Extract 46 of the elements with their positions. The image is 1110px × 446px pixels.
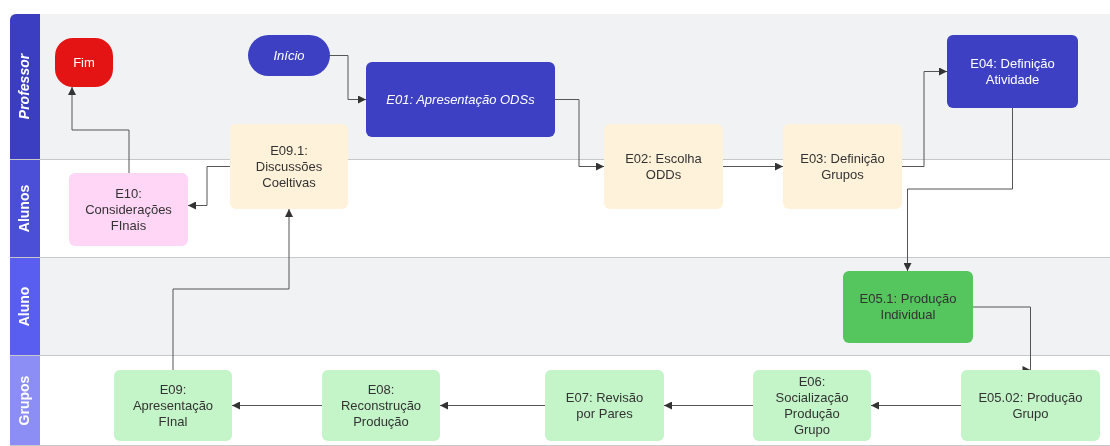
step-label: E01: Apresentação ODSs xyxy=(386,91,535,108)
process-box xyxy=(230,124,348,209)
arrow xyxy=(554,99,605,171)
process-box xyxy=(114,370,232,441)
step-label: Fim xyxy=(73,54,95,71)
step-label: E08: Reconstrução Produção xyxy=(339,381,423,430)
process-box xyxy=(947,35,1078,108)
step-label: E09.1: Discussões Coeltivas xyxy=(254,142,324,191)
arrow xyxy=(172,208,293,371)
process-box xyxy=(604,124,723,209)
step-label: E03: Definição Grupos xyxy=(799,150,886,183)
arrow xyxy=(187,166,231,210)
arrow xyxy=(663,401,754,410)
process-box xyxy=(545,370,664,441)
process-box xyxy=(961,370,1100,441)
step-label: E06: Socialização Produção Grupo xyxy=(774,373,850,438)
process-box xyxy=(843,271,973,343)
arrow xyxy=(68,86,130,174)
arrow xyxy=(901,67,948,167)
process-box xyxy=(753,370,871,441)
arrow xyxy=(329,55,367,104)
arrow xyxy=(870,401,962,410)
swimlane xyxy=(10,356,1110,446)
terminal-shape xyxy=(248,35,330,76)
lane-label: Professor xyxy=(15,53,34,120)
process-box xyxy=(366,62,555,137)
arrow xyxy=(439,401,546,410)
process-box xyxy=(69,173,188,246)
step-label: E10: Considerações FInais xyxy=(84,185,173,234)
step-label: E05.1: Produção Individual xyxy=(858,291,958,323)
step-label: Início xyxy=(273,47,305,64)
lane-label: Grupos xyxy=(15,375,34,426)
process-box xyxy=(322,370,440,441)
swimlane xyxy=(10,258,1110,356)
lane-label: Aluno xyxy=(15,286,34,327)
step-label: E07: Revisão por Pares xyxy=(564,389,645,422)
step-label: E04: Definição Atividade xyxy=(969,55,1056,88)
lane-label: Alunos xyxy=(15,184,34,233)
arrow xyxy=(903,107,1013,272)
process-box xyxy=(783,124,902,209)
terminal-shape xyxy=(55,38,113,87)
step-label: E02: Escolha ODDs xyxy=(624,150,703,183)
step-label: E09: Apresentação FInal xyxy=(131,381,215,430)
arrow xyxy=(231,401,323,410)
step-label: E05.02: Produção Grupo xyxy=(977,389,1084,422)
arrow xyxy=(722,162,784,171)
